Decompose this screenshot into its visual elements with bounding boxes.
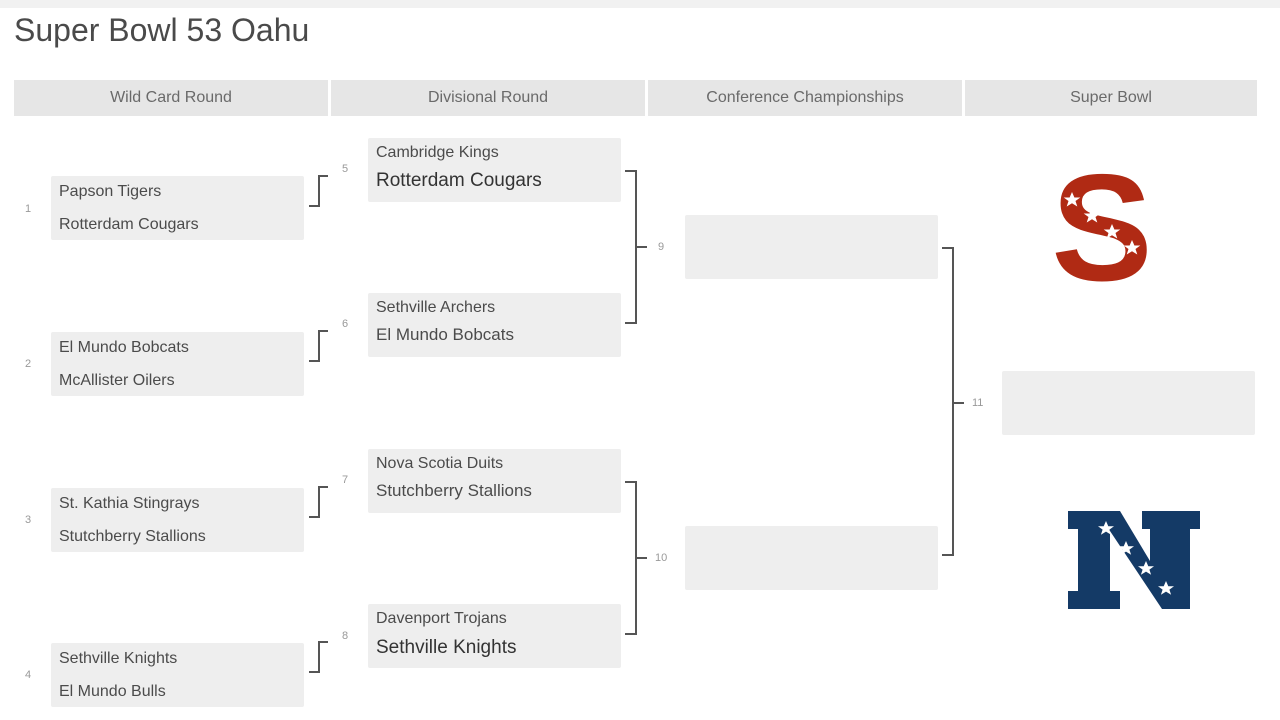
bracket-connector — [309, 360, 320, 362]
bracket-connector — [318, 330, 328, 332]
star-icons — [1063, 192, 1141, 255]
seed-number: 3 — [25, 514, 32, 526]
bracket-connector — [318, 330, 320, 362]
team-name: El Mundo Bobcats — [59, 339, 189, 356]
logo-letter: S — [1051, 166, 1152, 288]
bracket-connector — [318, 175, 328, 177]
bracket-connector — [625, 633, 637, 635]
team-name-winner: Sethville Knights — [376, 637, 517, 658]
bracket-connector — [952, 402, 964, 404]
conference-n-logo — [1068, 511, 1200, 616]
bracket-connector — [318, 641, 328, 643]
header-conference-championships: Conference Championships — [648, 80, 962, 116]
wildcard-match-4[interactable]: Sethville Knights El Mundo Bulls — [51, 643, 304, 707]
bracket-connector — [309, 671, 320, 673]
header-super-bowl: Super Bowl — [965, 80, 1257, 116]
bracket-connector — [318, 175, 320, 207]
divisional-match-6[interactable]: Sethville Archers El Mundo Bobcats — [368, 293, 621, 357]
bracket-connector — [318, 641, 320, 673]
divisional-match-8[interactable]: Davenport Trojans Sethville Knights — [368, 604, 621, 668]
bracket-connector — [309, 205, 320, 207]
super-bowl-match-11[interactable] — [1002, 371, 1255, 435]
game-number: 9 — [658, 241, 665, 253]
conference-match-9[interactable] — [685, 215, 938, 279]
team-name: Nova Scotia Duits — [376, 455, 504, 472]
bracket-connector — [942, 247, 954, 249]
team-name: St. Kathia Stingrays — [59, 495, 200, 512]
wildcard-match-1[interactable]: Papson Tigers Rotterdam Cougars — [51, 176, 304, 240]
team-name: El Mundo Bulls — [59, 683, 166, 700]
divisional-match-5[interactable]: Cambridge Kings Rotterdam Cougars — [368, 138, 621, 202]
team-name: Sethville Knights — [59, 650, 178, 667]
page-title: Super Bowl 53 Oahu — [14, 12, 310, 48]
team-name: Rotterdam Cougars — [59, 216, 199, 233]
conference-s-logo: S — [1050, 143, 1154, 313]
game-number: 5 — [342, 163, 349, 175]
top-strip — [0, 0, 1280, 8]
team-name: Cambridge Kings — [376, 144, 499, 161]
team-name: Sethville Archers — [376, 299, 496, 316]
team-name: Stutchberry Stallions — [376, 481, 532, 500]
bracket-connector — [635, 246, 647, 248]
star-icons — [1098, 521, 1174, 595]
header-wild-card-round: Wild Card Round — [14, 80, 328, 116]
team-name: El Mundo Bobcats — [376, 325, 514, 344]
game-number: 7 — [342, 474, 349, 486]
bracket-connector — [952, 247, 954, 556]
bracket-connector — [318, 486, 328, 488]
wildcard-match-3[interactable]: St. Kathia Stingrays Stutchberry Stallio… — [51, 488, 304, 552]
team-name: McAllister Oilers — [59, 372, 175, 389]
bracket-connector — [942, 554, 954, 556]
seed-number: 2 — [25, 358, 32, 370]
wildcard-match-2[interactable]: El Mundo Bobcats McAllister Oilers — [51, 332, 304, 396]
team-name-winner: Rotterdam Cougars — [376, 170, 542, 191]
bracket-connector — [625, 481, 637, 483]
game-number: 10 — [655, 552, 668, 564]
logo-n-shape — [1068, 511, 1200, 609]
team-name: Davenport Trojans — [376, 610, 507, 627]
game-number: 11 — [972, 397, 984, 409]
divisional-match-7[interactable]: Nova Scotia Duits Stutchberry Stallions — [368, 449, 621, 513]
bracket-connector — [309, 516, 320, 518]
bracket-connector — [635, 557, 647, 559]
game-number: 6 — [342, 318, 349, 330]
team-name: Papson Tigers — [59, 183, 162, 200]
seed-number: 1 — [25, 203, 32, 215]
team-name: Stutchberry Stallions — [59, 528, 206, 545]
bracket-connector — [318, 486, 320, 518]
bracket-connector — [625, 170, 637, 172]
conference-match-10[interactable] — [685, 526, 938, 590]
bracket-connector — [625, 322, 637, 324]
game-number: 8 — [342, 630, 349, 642]
header-divisional-round: Divisional Round — [331, 80, 645, 116]
seed-number: 4 — [25, 669, 32, 681]
